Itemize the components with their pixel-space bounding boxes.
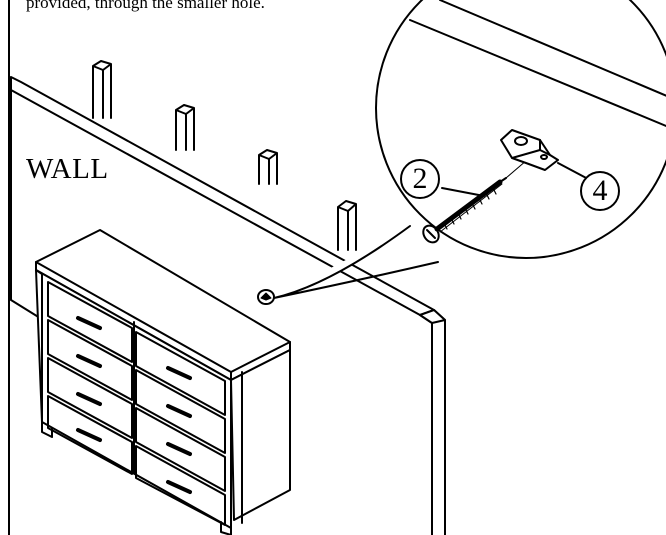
callout-4-leader — [557, 162, 591, 181]
instruction-caption: provided, through the smaller hole. — [26, 0, 265, 12]
wall-bracket-marker — [257, 289, 275, 305]
wall-edge-line-2 — [439, 0, 666, 111]
wall-label: WALL — [26, 153, 109, 185]
zoom-callout-tail — [273, 225, 439, 299]
l-bracket-icon — [500, 129, 559, 171]
stud-4 — [337, 200, 357, 251]
stud-3 — [258, 149, 278, 185]
callout-2-leader — [441, 187, 485, 197]
callout-4-number: 4 — [592, 174, 608, 207]
drawers-left — [47, 281, 133, 475]
dresser — [35, 229, 291, 535]
drawer-handles — [76, 316, 192, 494]
wall-edge-line-1 — [409, 19, 666, 141]
zoom-detail — [409, 0, 666, 141]
wall-studs — [92, 60, 357, 251]
wood-screw-icon — [422, 159, 528, 244]
stud-1 — [92, 60, 112, 119]
dresser-side — [230, 349, 291, 524]
drawers-right — [135, 331, 226, 526]
callout-2-circle — [400, 159, 440, 199]
callout-4-circle — [580, 171, 620, 211]
stud-2 — [175, 104, 195, 151]
callout-2-number: 2 — [412, 162, 428, 195]
zoom-circle — [375, 0, 666, 259]
dresser-feet — [41, 421, 232, 535]
